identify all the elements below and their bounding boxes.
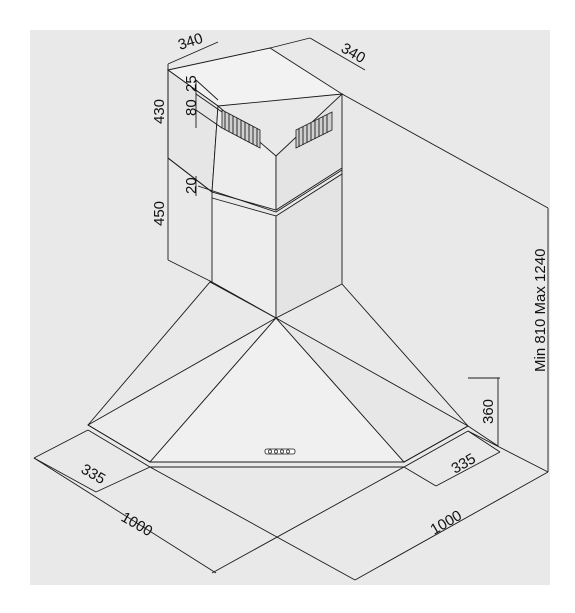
dim-vent-height: 80 xyxy=(183,99,200,116)
dimension-lines xyxy=(33,37,549,581)
dim-chimney-width-left: 340 xyxy=(176,30,205,54)
dim-hood-width-right: 1000 xyxy=(428,507,465,538)
joint-band xyxy=(197,169,343,213)
dim-hood-width-left: 1000 xyxy=(118,509,155,540)
chimney-lower-front-face xyxy=(211,197,277,319)
dim-hood-depth-left: 335 xyxy=(78,461,108,488)
dim-chimney-width-right: 340 xyxy=(338,40,368,67)
dim-upper-chimney-height: 430 xyxy=(151,99,168,124)
right-vent-grille xyxy=(295,111,333,149)
left-vent-grille xyxy=(221,109,261,149)
dim-hood-height: 360 xyxy=(480,399,497,424)
dim-lower-chimney-height: 450 xyxy=(151,201,168,226)
control-buttons-icon xyxy=(264,448,296,455)
dim-total-height: Min 810 Max 1240 xyxy=(532,249,549,372)
dim-hood-depth-right: 335 xyxy=(449,450,479,477)
dim-joint-gap: 20 xyxy=(183,177,200,194)
dim-vent-offset: 25 xyxy=(183,75,200,92)
